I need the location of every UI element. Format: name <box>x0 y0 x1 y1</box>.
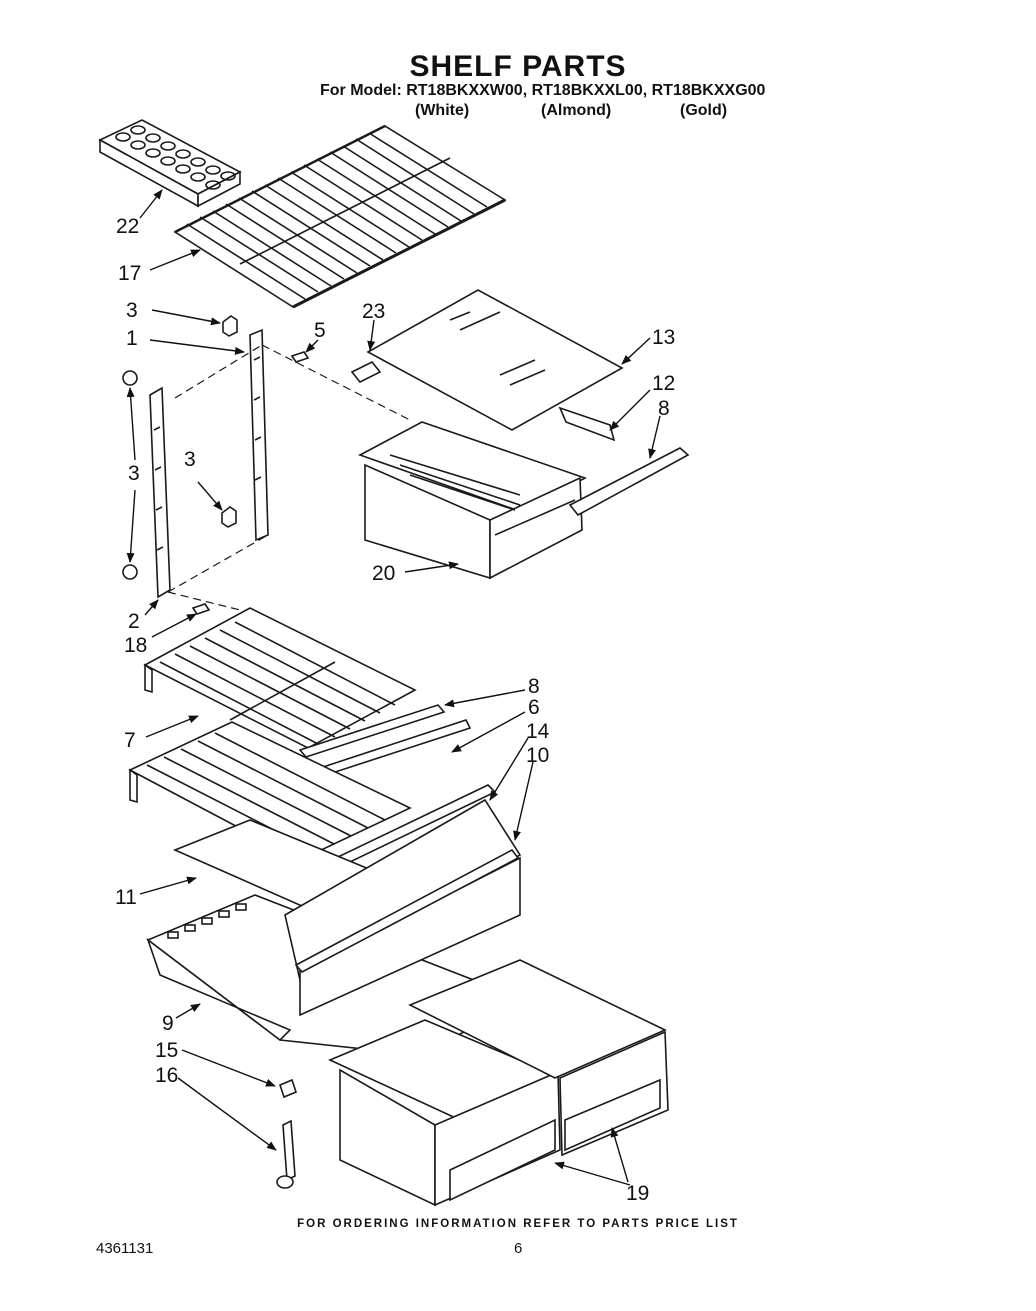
callout-11: 11 <box>115 886 137 909</box>
glass-shelf-part <box>350 289 624 442</box>
callout-16: 16 <box>155 1064 178 1087</box>
callout-22: 22 <box>116 215 139 238</box>
pan-cover-hardware-part <box>276 1078 297 1189</box>
callout-3-left: 3 <box>128 462 140 485</box>
callout-23: 23 <box>362 300 385 323</box>
callout-7: 7 <box>124 729 136 752</box>
color-almond-label: (Almond) <box>541 102 612 119</box>
callout-3-mid: 3 <box>184 448 196 471</box>
callout-8-upper: 8 <box>658 397 670 420</box>
color-gold-label: (Gold) <box>680 102 728 119</box>
callout-15: 15 <box>155 1039 178 1062</box>
callout-8-lower: 8 <box>528 675 540 698</box>
deli-drawer-part <box>358 421 690 580</box>
color-white-label: (White) <box>415 102 470 119</box>
callout-2: 2 <box>128 610 140 633</box>
callout-5: 5 <box>314 319 326 342</box>
callout-3-top: 3 <box>126 299 138 322</box>
callout-19: 19 <box>626 1182 649 1205</box>
ice-tray-part <box>98 119 242 208</box>
callout-17: 17 <box>118 262 141 285</box>
callout-arrows <box>126 189 661 1186</box>
callout-1: 1 <box>126 327 138 350</box>
model-list: For Model: RT18BKXXW00, RT18BKXXL00, RT1… <box>320 82 766 99</box>
ordering-note: FOR ORDERING INFORMATION REFER TO PARTS … <box>297 1218 739 1230</box>
page-number: 6 <box>514 1240 523 1257</box>
callout-18: 18 <box>124 634 147 657</box>
callout-13: 13 <box>652 326 675 349</box>
callout-14: 14 <box>526 720 550 743</box>
callout-12: 12 <box>652 372 675 395</box>
upper-shelf-part <box>143 607 472 776</box>
shelf-rail-parts <box>122 315 411 616</box>
page-title: SHELF PARTS <box>409 50 627 83</box>
callout-6: 6 <box>528 696 540 719</box>
callout-9: 9 <box>162 1012 174 1035</box>
callout-10: 10 <box>526 744 549 767</box>
callout-20: 20 <box>372 562 395 585</box>
crisper-pans-part <box>328 959 669 1207</box>
document-number: 4361131 <box>96 1240 154 1257</box>
freezer-wire-shelf-part <box>173 124 507 309</box>
